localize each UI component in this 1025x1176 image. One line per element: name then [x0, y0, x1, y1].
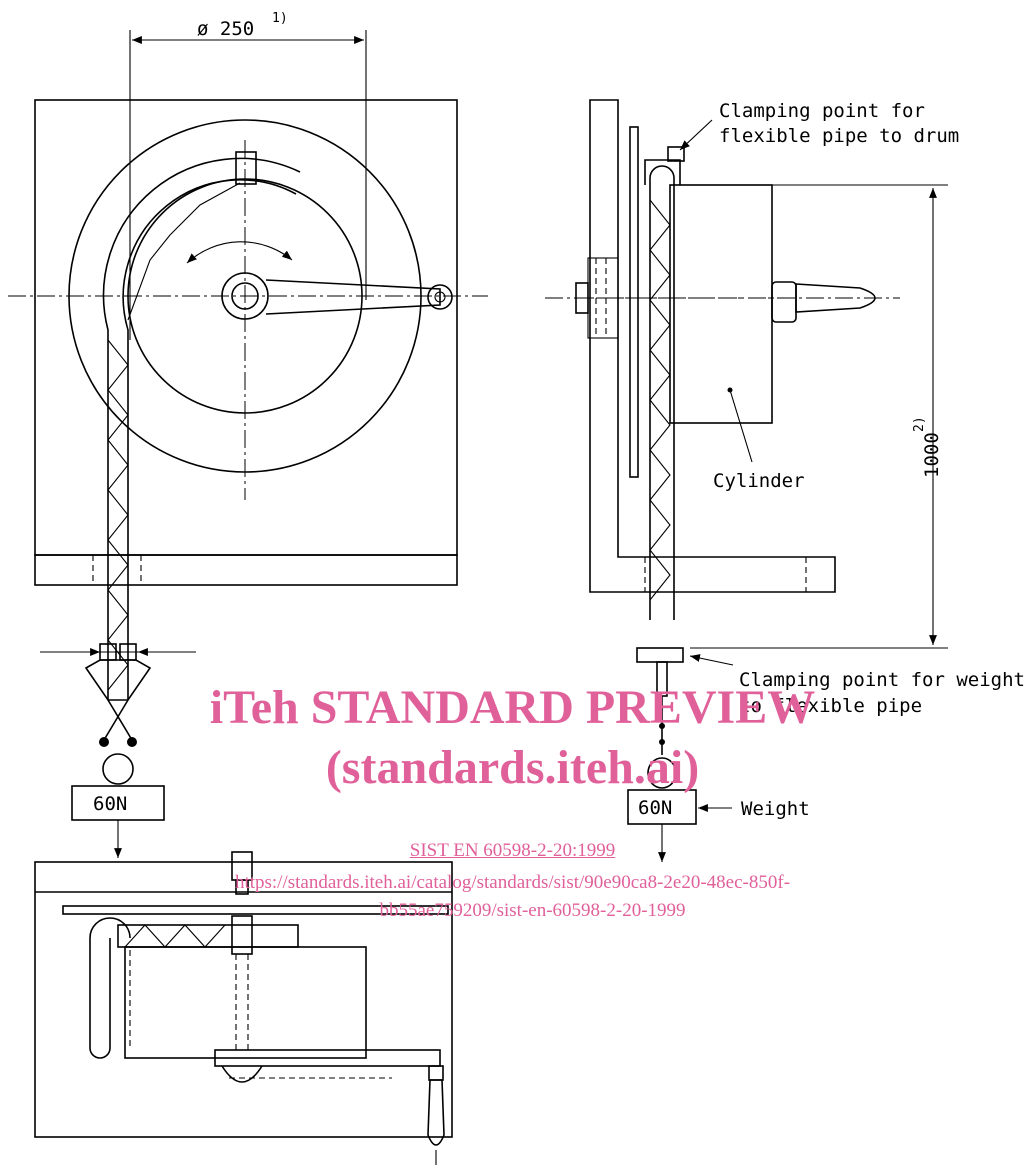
cylinder-label: Cylinder — [713, 470, 805, 492]
clamp-drum-label-2: flexible pipe to drum — [719, 125, 959, 147]
cylinder-leader — [729, 389, 753, 463]
front-clamp-block — [235, 151, 257, 185]
plan-board — [34, 861, 453, 1138]
height-note: 2) — [912, 416, 927, 432]
clamp-weight-leader — [689, 654, 734, 666]
clamp-weight-label-1: Clamping point for weight — [739, 669, 1025, 691]
front-pipe-outer — [102, 157, 301, 700]
plan-plate — [62, 905, 449, 915]
front-pipe-hatching — [107, 339, 129, 691]
watermark-title: iTeh STANDARD PREVIEW — [209, 681, 816, 734]
side-handle-boss — [771, 281, 797, 323]
watermark-subtitle: (standards.iteh.ai) — [325, 741, 700, 794]
plan-handle — [427, 1079, 445, 1146]
side-weight-ring — [647, 757, 677, 789]
height-label: 1000 — [921, 432, 943, 478]
front-weight-ring — [102, 753, 134, 785]
plan-cylinder — [124, 946, 367, 1059]
weight-right-label: 60N — [638, 797, 672, 819]
front-crank-pin — [427, 284, 453, 310]
side-cylinder — [669, 184, 773, 424]
front-base — [34, 554, 458, 586]
plan-crank — [214, 1049, 441, 1067]
side-frame — [589, 99, 836, 593]
side-pipe — [649, 165, 675, 620]
weight-label: Weight — [741, 798, 810, 820]
watermark-link-url-tail[interactable]: bb55ae759209/sist-en-60598-2-20-1999 — [379, 900, 686, 921]
clamp-drum-label-1: Clamping point for — [719, 100, 925, 122]
side-pipe-hatching — [649, 199, 671, 601]
watermark-link-url[interactable]: https://standards.iteh.ai/catalog/standa… — [234, 872, 791, 893]
diameter-note: 1) — [272, 11, 288, 26]
plan-pipe-loop — [89, 917, 131, 1048]
front-view — [8, 30, 488, 858]
front-backboard — [34, 99, 458, 556]
side-handle — [795, 283, 876, 313]
side-lower-clamp — [636, 647, 684, 663]
side-top-clamp — [667, 146, 685, 162]
front-crank-arm — [265, 279, 441, 315]
clamp-weight-label-2: to flexible pipe — [739, 695, 922, 717]
plan-view — [34, 851, 453, 1165]
rotation-arrow — [186, 241, 293, 264]
side-plate — [629, 126, 639, 478]
clamp-drum-leader — [679, 119, 713, 151]
side-view — [545, 99, 948, 862]
watermark-link-standard[interactable]: SIST EN 60598-2-20:1999 — [409, 840, 616, 861]
weight-left-label: 60N — [93, 793, 127, 815]
diameter-label: ø 250 — [197, 18, 254, 40]
